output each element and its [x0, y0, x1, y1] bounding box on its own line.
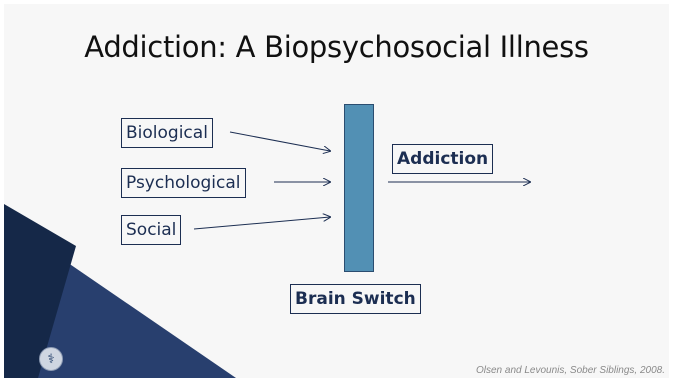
- connector-arrows: [193, 131, 669, 230]
- corner-triangle-dark: [4, 204, 76, 378]
- input-box-biological: Biological: [121, 118, 213, 148]
- slide-title: Addiction: A Biopsychosocial Illness: [84, 30, 589, 64]
- input-box-psychological: Psychological: [121, 168, 246, 198]
- slide: Addiction: A Biopsychosocial Illness Bio…: [4, 4, 669, 378]
- brain-switch-label: Brain Switch: [290, 284, 421, 314]
- arrow-social: [193, 217, 330, 230]
- input-box-social: Social: [121, 215, 182, 245]
- corner-decoration: [4, 204, 236, 378]
- logo-seal-icon: ⚕: [39, 347, 63, 371]
- brain-switch-bar: [344, 104, 374, 272]
- arrow-biological: [229, 131, 330, 151]
- output-box-addiction: Addiction: [392, 144, 494, 174]
- citation: Olsen and Levounis, Sober Siblings, 2008…: [475, 365, 665, 376]
